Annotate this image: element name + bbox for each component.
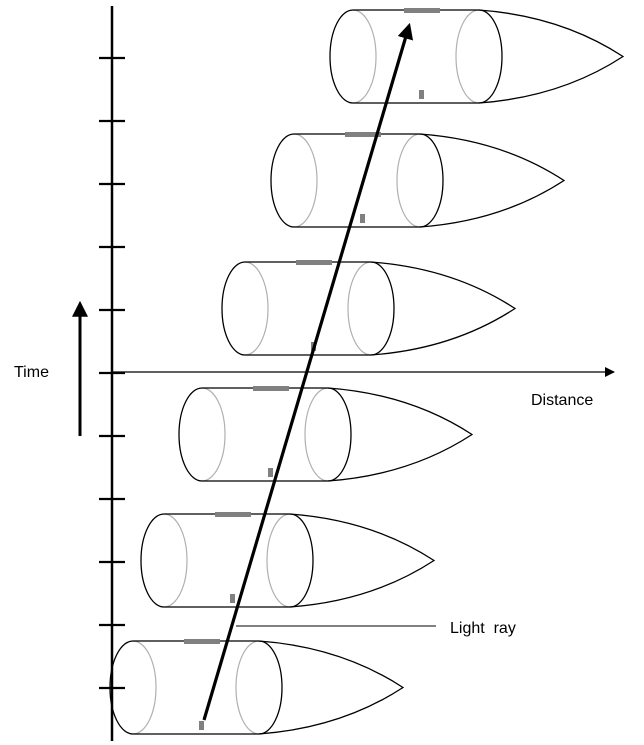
rocket-front-rim xyxy=(370,261,395,356)
rocket-bottom-marker xyxy=(230,594,235,603)
rocket-bottom-marker xyxy=(199,721,204,730)
rocket-front-rim-hidden xyxy=(347,261,372,356)
rocket-6 xyxy=(329,8,625,104)
rocket-back-rim xyxy=(352,9,377,104)
rocket-top-marker xyxy=(404,8,440,13)
rocket-bottom-marker xyxy=(419,90,424,99)
rocket-2 xyxy=(140,512,436,608)
rocket-top-marker xyxy=(345,132,381,137)
rocket-5 xyxy=(270,132,566,228)
rocket-back-rim xyxy=(293,133,318,228)
rocket-bottom-marker xyxy=(360,214,365,223)
rocket-back-rim xyxy=(132,640,157,735)
rocket-outline xyxy=(140,513,436,608)
rocket-top-marker xyxy=(296,260,332,265)
rocket-front-rim xyxy=(289,513,314,608)
rocket-3 xyxy=(178,386,474,482)
rocket-top-marker xyxy=(184,639,220,644)
rocket-4 xyxy=(221,260,517,356)
rocket-front-rim xyxy=(327,387,352,482)
rocket-front-rim xyxy=(478,9,503,104)
time-axis-ticks xyxy=(99,56,125,690)
rocket-front-rim-hidden xyxy=(455,9,480,104)
light-ray-line xyxy=(202,22,414,721)
rockets-group xyxy=(109,8,625,735)
rocket-back-rim xyxy=(244,261,269,356)
rocket-back-rim xyxy=(201,387,226,482)
rocket-front-rim-hidden xyxy=(304,387,329,482)
rocket-top-marker xyxy=(253,386,289,391)
rocket-front-rim-hidden xyxy=(396,133,421,228)
rocket-back-rim xyxy=(163,513,188,608)
rocket-front-rim-hidden xyxy=(235,640,260,735)
rocket-front-rim xyxy=(258,640,283,735)
light-ray-label: Light ray xyxy=(450,620,516,637)
rocket-front-rim-hidden xyxy=(266,513,291,608)
rocket-top-marker xyxy=(215,512,251,517)
rocket-bottom-marker xyxy=(268,468,273,477)
rocket-outline xyxy=(109,640,405,735)
rocket-outline xyxy=(178,387,474,482)
rocket-outline xyxy=(329,9,625,104)
time-label: Time xyxy=(14,364,49,381)
distance-label: Distance xyxy=(531,392,593,409)
rocket-outline xyxy=(221,261,517,356)
rocket-front-rim xyxy=(419,133,444,228)
rocket-1 xyxy=(109,639,405,735)
rocket-outline xyxy=(270,133,566,228)
